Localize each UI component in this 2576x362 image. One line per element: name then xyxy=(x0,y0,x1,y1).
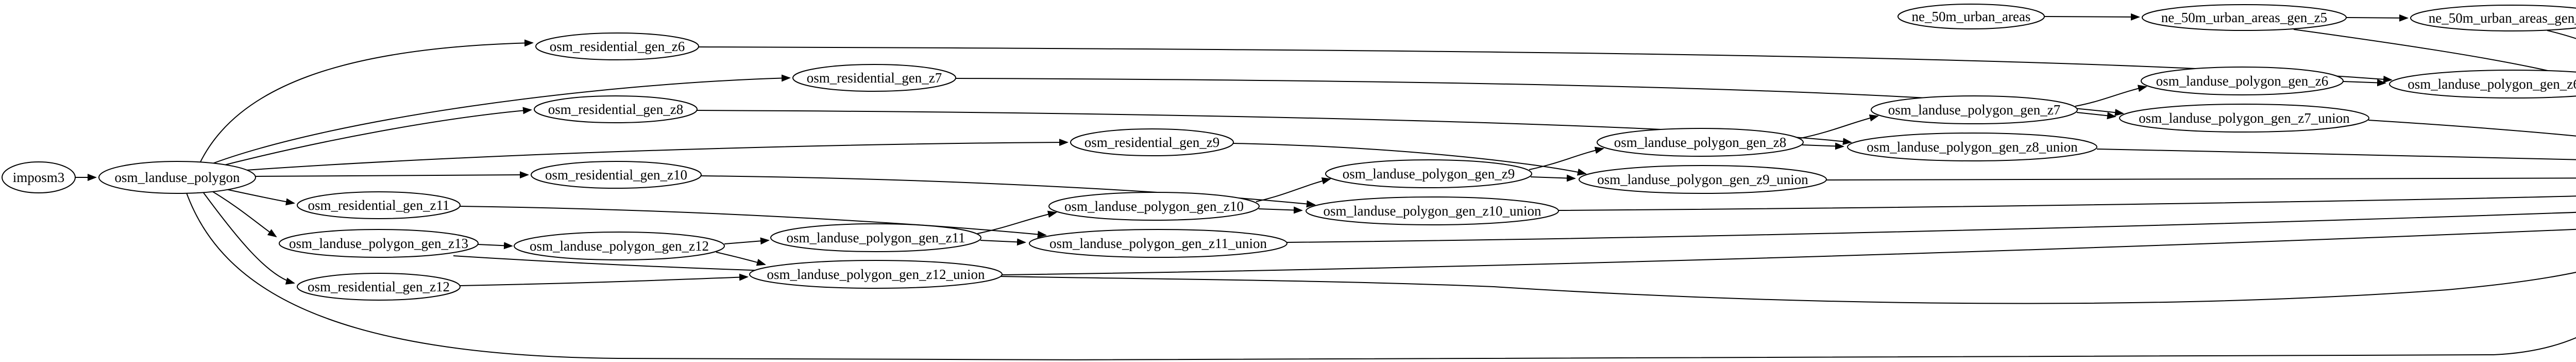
node-osm-landuse-polygon-gen-z12-label: osm_landuse_polygon_gen_z12 xyxy=(530,238,709,254)
node-osm-landuse-polygon-gen-z6: osm_landuse_polygon_gen_z6 xyxy=(2141,67,2344,95)
node-imposm3: imposm3 xyxy=(2,161,76,193)
node-osm-landuse-polygon-gen-z13-label: osm_landuse_polygon_gen_z13 xyxy=(289,236,468,251)
node-osm-residential-gen-z10-label: osm_residential_gen_z10 xyxy=(545,167,687,183)
edge-gen-z12-to-union-z12 xyxy=(716,252,766,266)
node-osm-landuse-polygon-gen-z10-union: osm_landuse_polygon_gen_z10_union xyxy=(1306,196,1559,225)
edge-gen-z13-to-gen-z12 xyxy=(478,242,513,250)
node-osm-residential-gen-z9: osm_residential_gen_z9 xyxy=(1070,128,1234,156)
node-ne-50m-urban-areas-label: ne_50m_urban_areas xyxy=(1912,9,2031,24)
node-osm-residential-gen-z8: osm_residential_gen_z8 xyxy=(534,95,698,123)
edge-osm-landuse-polygon-to-osm-residential-gen-z10 xyxy=(255,171,529,179)
node-osm-landuse-polygon-gen-z8-union: osm_landuse_polygon_gen_z8_union xyxy=(1847,133,2097,161)
node-osm-landuse-polygon-gen-z11-union: osm_landuse_polygon_gen_z11_union xyxy=(1029,229,1287,258)
node-ne-50m-urban-areas-gen-z5-label: ne_50m_urban_areas_gen_z5 xyxy=(2161,10,2327,25)
node-osm-landuse-polygon-gen-z11-label: osm_landuse_polygon_gen_z11 xyxy=(787,230,965,245)
edge-osm-landuse-polygon-to-osm-residential-gen-z6 xyxy=(199,39,534,163)
node-osm-landuse-polygon-gen-z7: osm_landuse_polygon_gen_z7 xyxy=(1871,95,2078,124)
node-osm-landuse-polygon-gen-z6-union: osm_landuse_polygon_gen_z6_union xyxy=(2389,70,2576,98)
node-osm-landuse-polygon-gen-z9-union-label: osm_landuse_polygon_gen_z9_union xyxy=(1597,172,1808,187)
edge-gen-z8-to-union-z8 xyxy=(1802,142,1844,150)
node-osm-landuse-polygon-gen-z12-union-label: osm_landuse_polygon_gen_z12_union xyxy=(767,267,985,282)
node-osm-residential-gen-z9-label: osm_residential_gen_z9 xyxy=(1084,135,1219,150)
node-imposm3-label: imposm3 xyxy=(13,170,65,185)
node-ne-50m-urban-areas-gen-z5: ne_50m_urban_areas_gen_z5 xyxy=(2142,4,2347,31)
node-osm-landuse-polygon-gen-z6-label: osm_landuse_polygon_gen_z6 xyxy=(2156,73,2328,89)
node-osm-landuse-polygon-gen-z9-label: osm_landuse_polygon_gen_z9 xyxy=(1343,166,1515,182)
edge-osm-residential-gen-z9-to-union-z9 xyxy=(1233,143,1587,176)
node-osm-residential-gen-z7-label: osm_residential_gen_z7 xyxy=(807,70,942,86)
node-osm-landuse-polygon-gen-z6-union-label: osm_landuse_polygon_gen_z6_union xyxy=(2408,76,2576,92)
edge-osm-residential-gen-z10-to-union-z10 xyxy=(701,175,1316,208)
node-osm-landuse-polygon-gen-z12: osm_landuse_polygon_gen_z12 xyxy=(514,232,725,260)
edge-osm-landuse-polygon-to-osm-residential-gen-z8 xyxy=(210,107,532,169)
edge-osm-residential-gen-z11-to-union-z11 xyxy=(460,206,1047,238)
node-osm-landuse-polygon-gen-z7-union-label: osm_landuse_polygon_gen_z7_union xyxy=(2139,110,2350,126)
edge-ne-gen-z4-to-layer-landuse-z4 xyxy=(2547,30,2576,39)
edge-osm-residential-gen-z12-to-union-z12 xyxy=(460,273,749,286)
node-osm-residential-gen-z12-label: osm_residential_gen_z12 xyxy=(308,279,450,294)
edge-osm-landuse-polygon-to-osm-landuse-polygon-gen-z13 xyxy=(208,189,277,238)
node-osm-residential-gen-z6-label: osm_residential_gen_z6 xyxy=(550,39,685,54)
node-osm-landuse-polygon: osm_landuse_polygon xyxy=(98,161,256,194)
node-osm-landuse-polygon-gen-z7-label: osm_landuse_polygon_gen_z7 xyxy=(1888,102,2060,118)
edge-gen-z7-to-union-z7 xyxy=(2076,112,2116,120)
edge-osm-landuse-polygon-to-osm-residential-gen-z12 xyxy=(202,191,295,285)
edge-union-z9-to-layer-landuse-z9 xyxy=(1826,177,2576,180)
edge-union-z12-to-layer-landuse-z12 xyxy=(1002,228,2576,275)
node-osm-residential-gen-z12: osm_residential_gen_z12 xyxy=(297,273,461,301)
node-ne-50m-urban-areas: ne_50m_urban_areas xyxy=(1897,4,2045,29)
node-osm-landuse-polygon-gen-z8-union-label: osm_landuse_polygon_gen_z8_union xyxy=(1867,139,2078,155)
edge-union-z8-to-layer-landuse-z8 xyxy=(2096,149,2576,160)
node-osm-landuse-polygon-gen-z9-union: osm_landuse_polygon_gen_z9_union xyxy=(1579,165,1827,194)
edge-gen-z10-to-gen-z9 xyxy=(1256,177,1331,202)
edge-gen-z9-to-gen-z8 xyxy=(1529,146,1604,170)
node-osm-landuse-polygon-gen-z11-union-label: osm_landuse_polygon_gen_z11_union xyxy=(1049,236,1267,251)
node-osm-landuse-polygon-gen-z7-union: osm_landuse_polygon_gen_z7_union xyxy=(2119,104,2369,133)
nodes: imposm3 osm_landuse_polygon osm_resident… xyxy=(2,4,2576,301)
edge-gen-z6-to-union-z6 xyxy=(2343,79,2386,87)
node-osm-residential-gen-z6: osm_residential_gen_z6 xyxy=(535,32,699,60)
edge-gen-z9-to-union-z9 xyxy=(1530,174,1576,182)
edge-union-z10-to-layer-landuse-z10 xyxy=(1558,195,2576,211)
edge-gen-z8-to-gen-z7 xyxy=(1800,114,1879,139)
edge-ne-gen-z5-to-layer-landuse-z5 xyxy=(2293,29,2576,78)
node-osm-landuse-polygon-gen-z12-union: osm_landuse_polygon_gen_z12_union xyxy=(749,260,1003,289)
edge-osm-landuse-polygon-to-osm-residential-gen-z7 xyxy=(207,74,791,166)
node-osm-landuse-polygon-gen-z10-label: osm_landuse_polygon_gen_z10 xyxy=(1064,199,1244,214)
node-osm-residential-gen-z11-label: osm_residential_gen_z11 xyxy=(308,198,450,213)
edge-gen-z7-to-gen-z6 xyxy=(2075,85,2147,107)
node-osm-residential-gen-z10: osm_residential_gen_z10 xyxy=(531,161,702,189)
node-osm-residential-gen-z11: osm_residential_gen_z11 xyxy=(297,191,461,219)
edge-gen-z10-to-union-z10 xyxy=(1258,206,1303,214)
node-osm-landuse-polygon-gen-z10: osm_landuse_polygon_gen_z10 xyxy=(1048,192,1260,221)
node-ne-50m-urban-areas-gen-z4: ne_50m_urban_areas_gen_z4 xyxy=(2410,5,2576,31)
edge-union-z11-to-layer-landuse-z11 xyxy=(1286,211,2576,243)
node-osm-landuse-polygon-gen-z13: osm_landuse_polygon_gen_z13 xyxy=(279,229,479,258)
edge-gen-z11-to-union-z11 xyxy=(980,238,1026,246)
edge-gen-z12-to-gen-z11 xyxy=(724,237,770,245)
node-osm-landuse-polygon-gen-z9: osm_landuse_polygon_gen_z9 xyxy=(1325,159,1532,188)
node-osm-residential-gen-z8-label: osm_residential_gen_z8 xyxy=(548,102,683,117)
node-osm-landuse-polygon-gen-z8-label: osm_landuse_polygon_gen_z8 xyxy=(1614,135,1786,150)
edge-union-z7-to-layer-landuse-z7 xyxy=(2368,120,2576,137)
node-osm-landuse-polygon-label: osm_landuse_polygon xyxy=(115,170,240,185)
node-ne-50m-urban-areas-gen-z4-label: ne_50m_urban_areas_gen_z4 xyxy=(2429,10,2576,26)
node-osm-landuse-polygon-gen-z11: osm_landuse_polygon_gen_z11 xyxy=(770,223,981,252)
node-osm-landuse-polygon-gen-z8: osm_landuse_polygon_gen_z8 xyxy=(1597,128,1804,157)
edge-gen-z11-to-gen-z10 xyxy=(977,210,1057,234)
edge-osm-landuse-polygon-to-osm-residential-gen-z9 xyxy=(216,139,1069,173)
node-osm-residential-gen-z7: osm_residential_gen_z7 xyxy=(792,64,956,92)
node-osm-landuse-polygon-gen-z10-union-label: osm_landuse_polygon_gen_z10_union xyxy=(1324,203,1541,219)
